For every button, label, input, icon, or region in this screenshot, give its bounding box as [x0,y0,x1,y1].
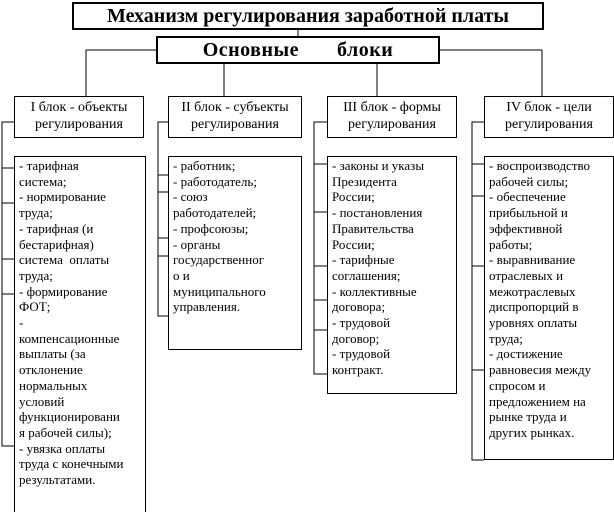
block-2-heading-line-1: II блок - субъекты [181,100,289,115]
block-1-heading-line-1: I блок - объекты [30,100,128,115]
block-1-list: - тарифная система; - нормирование труда… [14,156,146,512]
block-2-item: государственног [173,252,265,268]
block-4-item: работы; [489,236,533,252]
block-1-item: система оплаты [19,252,110,268]
block-1-item: - формирование [19,283,108,299]
block-1-item: бестарифная) [19,236,94,252]
block-4-item: труда; [489,330,523,346]
block-4-item: равновесия между [489,362,592,378]
block-4-item: - достижение [489,346,563,362]
block-1-item: - увязка оплаты [19,440,106,456]
block-3-item: контракт. [332,362,384,378]
block-2-heading: II блок - субъекты регулирования [168,96,302,138]
block-4-list: - воспроизводство рабочей силы; - обеспе… [484,156,614,460]
block-1-item: результатами. [19,472,96,488]
block-1-item: функционировани [19,409,120,425]
block-1-heading-line-2: регулирования [35,117,123,132]
block-1-item: - нормирование [19,189,106,205]
block-2-item: о и [173,267,190,283]
block-1-item: труда; [19,205,53,221]
diagram-title: Механизм регулирования заработной платы [72,2,544,30]
block-1-item: труда; [19,267,53,283]
block-2-item: - работник; [173,158,236,173]
block-1-item: нормальных [19,377,88,393]
block-3-item: - законы и указы [332,158,425,173]
block-4-item: рынке труда и [489,409,567,425]
block-2-item: управления. [173,299,241,315]
block-1-item: - тарифная [19,158,79,173]
block-3-heading-line-2: регулирования [348,117,436,132]
block-4-item: межотраслевых [489,283,576,299]
block-3-item: России; [332,236,375,252]
block-3-item: договор; [332,330,380,346]
main-blocks-header: Основные блоки [156,36,440,64]
block-1-item: выплаты (за [19,346,86,362]
block-3-item: договора; [332,299,386,315]
main-blocks-word-2: блоки [337,39,394,61]
block-3-item: - трудовой [332,315,391,331]
block-2-item: - профсоюзы; [173,220,249,236]
block-4-item: отраслевых и [489,267,564,283]
block-1-item: я рабочей силы); [19,424,112,440]
block-3-item: Правительства [332,220,414,236]
block-4-item: предложением на [489,393,586,409]
block-4-item: других рынках. [489,424,575,440]
block-4-item: - выравнивание [489,252,576,268]
block-3-item: - постановления [332,205,423,221]
block-4-item: - обеспечение [489,189,566,205]
bracket-block-2 [157,121,168,317]
block-3-item: соглашения; [332,267,401,283]
block-4-item: уровнях оплаты [489,315,578,331]
bracket-block-3 [313,121,327,375]
block-1-heading: I блок - объекты регулирования [14,96,144,138]
block-1-item: - тарифная (и [19,220,94,236]
block-3-item: - коллективные [332,283,417,299]
block-1-item: ФОТ; [19,299,51,315]
block-3-heading-line-1: III блок - формы [343,100,441,115]
block-1-item: - [19,315,24,331]
block-3-item: - трудовой [332,346,391,362]
block-1-item: условий [19,393,65,409]
bracket-block-4 [471,121,484,461]
block-4-item: прибыльной и [489,205,568,221]
block-3-item: России; [332,189,375,205]
block-4-item: спросом и [489,377,546,393]
block-2-item: - работодатель; [173,173,257,189]
block-4-heading: IV блок - цели регулирования [484,96,614,138]
main-blocks-word-1: Основные [202,39,299,61]
block-4-item: рабочей силы; [489,173,569,189]
block-2-item: муниципального [173,283,266,299]
block-3-list: - законы и указы Президента России; - по… [327,156,457,394]
block-2-item: - союз [173,189,208,205]
block-4-heading-line-1: IV блок - цели [506,100,592,115]
block-4-heading-line-2: регулирования [505,117,593,132]
block-3-heading: III блок - формы регулирования [327,96,457,138]
block-2-item: - органы [173,236,221,252]
block-1-item: отклонение [19,362,83,378]
block-2-list: - работник; - работодатель; - союз работ… [168,156,302,350]
block-1-item: система; [19,173,67,189]
block-3-item: Президента [332,173,397,189]
block-1-item: компенсационные [19,330,120,346]
block-2-item: работодателей; [173,205,257,221]
block-4-item: - воспроизводство [489,158,591,173]
bracket-block-1 [1,121,14,447]
block-1-item: труда с конечными [19,456,124,472]
block-3-item: - тарифные [332,252,395,268]
block-4-item: эффективной [489,220,563,236]
block-2-heading-line-2: регулирования [191,117,279,132]
block-4-item: диспропорций в [489,299,579,315]
